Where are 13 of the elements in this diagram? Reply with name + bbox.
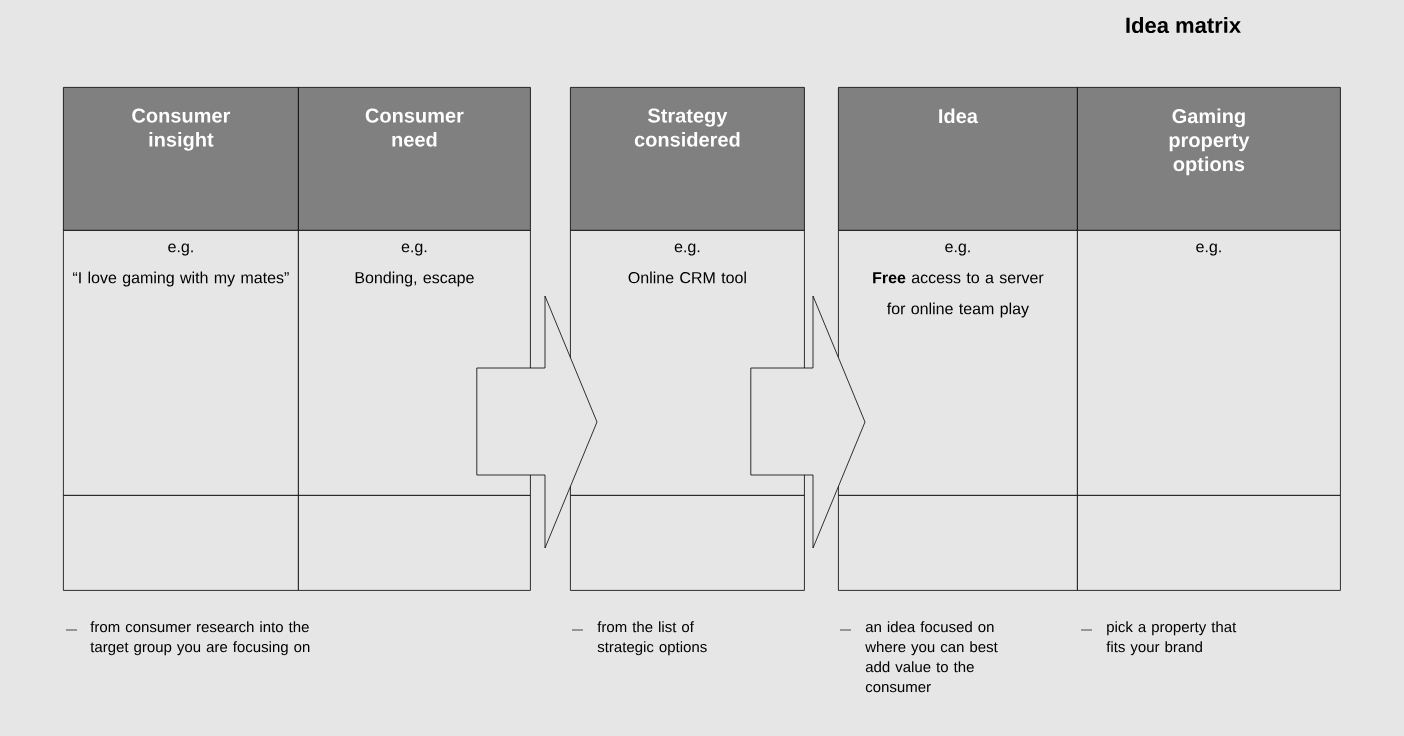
note: an idea focused on where you can best add value to the consumer: [865, 621, 998, 693]
block-arrow: [750, 295, 866, 549]
title: Idea matrix: [1126, 16, 1241, 34]
empty-cell: [570, 495, 805, 591]
note: pick a property that fits your brand: [1106, 621, 1237, 656]
block-arrow: [476, 295, 598, 549]
header-cell: Strategy considered: [570, 87, 805, 231]
header-cell: Idea: [838, 87, 1078, 231]
note: from consumer research into the target group you are focusing on: [90, 621, 310, 656]
note: from the list of strategic options: [597, 621, 707, 656]
header-cell: Consumer need: [298, 87, 531, 231]
header-cell: Gaming property options: [1077, 87, 1341, 231]
header-cell: Consumer insight: [63, 87, 299, 231]
